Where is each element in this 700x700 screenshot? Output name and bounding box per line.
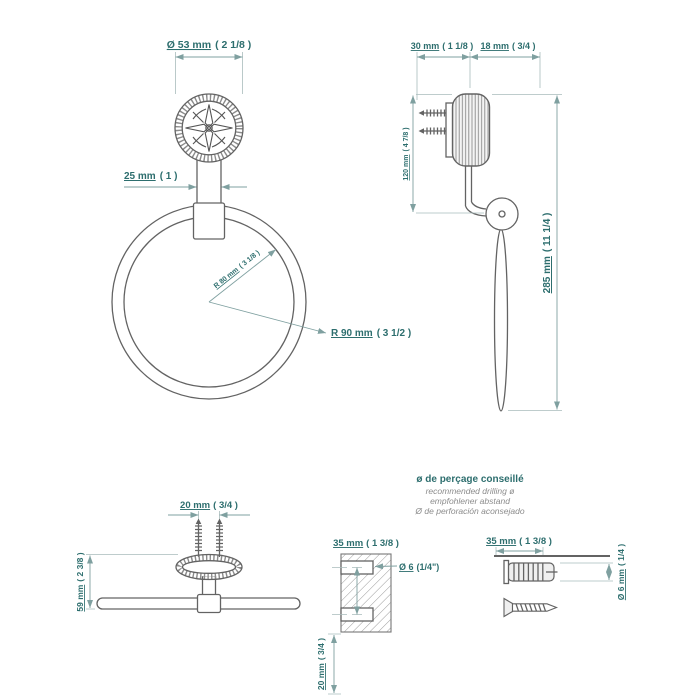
ring-collar [192,202,226,240]
dim-depths-top: 30 mm( 1 1/8 ) 18 mm( 3/4 ) [411,41,541,100]
dim-rosette-diameter: Ø 53 mm( 2 1/8 ) [167,39,252,94]
anchor-screw [503,597,559,618]
wall-anchor [503,559,558,585]
rosette-ornament-icon [185,104,233,152]
dim-screw-spacing: 20 mm( 3/4 ) [168,500,250,519]
label-anchor-spacing: 35 mm( 1 3/8 ) [486,536,552,547]
side-view: 30 mm( 1 1/8 ) 18 mm( 3/4 ) 120 mm( 4 7/… [403,41,562,412]
drilling-title-fr: ø de perçage conseillé [416,474,524,485]
wall-section-detail: 35 mm( 1 3/8 ) Ø 6(1/4") 20 mm( 3/4 ) [316,538,439,695]
rosette-front [174,93,244,163]
label-total-height: 285 mm( 11 1/4 ) [542,213,553,294]
dim-inner-radius: R 80 mm( 3 1/8 ) [208,249,277,303]
label-screw-spacing: 20 mm( 3/4 ) [180,500,238,511]
arm-stem-side [464,166,487,217]
rosette-profile [451,93,491,167]
dim-total-height: 285 mm( 11 1/4 ) [492,94,562,411]
label-hole-diameter: Ø 6(1/4") [399,562,439,572]
ring-profile [493,228,509,412]
label-inner-radius: R 80 mm( 3 1/8 ) [213,250,261,291]
drilling-section: ø de perçage conseillé recommended drill… [316,474,626,695]
label-rosette-depth: 18 mm( 3/4 ) [480,41,535,51]
dim-projection: 59 mm( 2 3/8 ) [75,552,178,612]
front-view: Ø 53 mm( 2 1/8 ) 25 mm( 1 ) R 80 mm( 3 1… [111,39,411,400]
label-projection: 59 mm( 2 3/8 ) [75,552,85,611]
label-screw-depth: 30 mm( 1 1/8 ) [411,41,474,51]
label-connector-width: 25 mm( 1 ) [124,171,177,182]
collar-top [196,593,222,614]
label-hole-clearance: 20 mm( 3/4 ) [316,638,326,690]
rosette-top-edge [175,553,243,581]
dim-connector-width: 25 mm( 1 ) [124,171,247,190]
mounting-screws-top [195,518,223,557]
label-anchor-diameter: Ø 6 mm( 1/4 ) [616,544,626,601]
dim-mount-height: 120 mm( 4 7/8 ) [403,94,484,214]
top-view: 20 mm( 3/4 ) 59 mm( 2 3/8 ) [75,500,301,614]
stem-lines [196,160,222,203]
drilling-title-es: Ø de perforación aconsejado [414,506,524,516]
dim-outer-radius: R 90 mm( 3 1/2 ) [208,301,411,339]
label-hole-spacing: 35 mm( 1 3/8 ) [333,538,399,549]
pivot-collar [485,197,519,231]
anchor-screw-detail: 35 mm( 1 3/8 ) Ø 6 mm( 1/4 ) [486,536,626,618]
rosette-outer-edge [174,93,244,163]
label-mount-height: 120 mm( 4 7/8 ) [403,127,410,180]
label-rosette-diameter: Ø 53 mm( 2 1/8 ) [167,39,252,51]
rosette-inner-edge [181,100,237,156]
rosette-top-inner [181,560,237,574]
label-outer-radius: R 90 mm( 3 1/2 ) [331,328,411,339]
pivot-center [498,210,506,218]
drilling-title-en: recommended drilling ø [426,486,515,496]
drilling-title-de: empfohlener abstand [430,496,510,506]
drilling-title-block: ø de perçage conseillé recommended drill… [414,474,524,516]
rosette-top [175,553,243,581]
